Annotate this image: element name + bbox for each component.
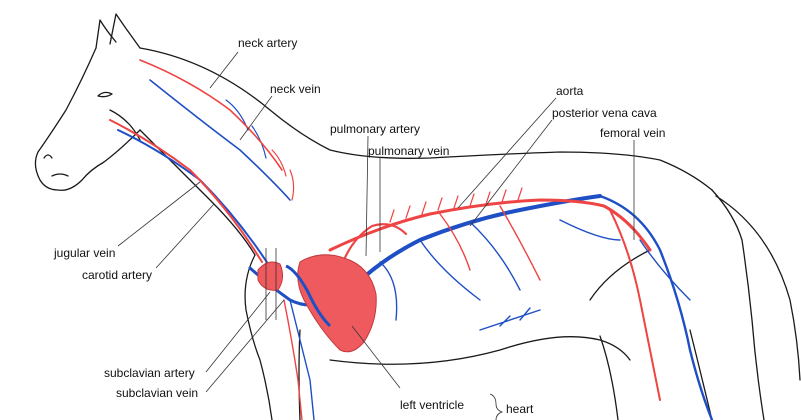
label-carotid-artery: carotid artery [82,268,153,282]
neck-vein-branch [225,99,267,159]
leader-neck-artery [209,51,239,89]
mouth-line [51,173,69,177]
tail [715,195,801,381]
neck-top [139,47,713,191]
hind-leg-back [689,329,713,420]
label-subclavian-artery: subclavian artery [104,366,195,380]
aorta-branches [389,187,523,223]
foreleg-artery [283,299,303,420]
ear-left [95,19,117,49]
neck-bottom [139,129,256,256]
label-posterior-vena-cava: posterior vena cava [552,106,657,120]
leader-pulmonary-artery [365,135,369,257]
label-pulmonary-artery: pulmonary artery [330,122,421,136]
hind-leg-vein [559,219,691,301]
ear-right [109,13,141,49]
neck-vein-path [149,79,291,201]
femoral-vein-path [598,194,714,420]
cheek-line [109,109,141,141]
label-neck-vein: neck vein [270,82,321,96]
heart-vein-overlay [285,264,332,328]
abdominal-artery-branches [439,205,541,281]
carotid-artery-path [109,119,263,263]
neck-artery-path [139,59,283,171]
leader-neck-vein [239,95,273,141]
label-neck-artery: neck artery [238,36,298,50]
foreleg-back [298,329,301,420]
abdominal-vein-branches [379,221,541,331]
label-jugular-vein: jugular vein [54,246,116,260]
leader-left-ventricle [351,325,401,389]
hind-leg-front [599,335,619,420]
label-femoral-vein: femoral vein [600,126,666,140]
arteries [109,59,661,420]
leader-aorta [457,97,557,209]
right-atrium [257,261,284,291]
eye [97,91,113,98]
neck-artery-branch [271,149,295,201]
posterior-vena-cava-path [348,194,602,292]
label-pulmonary-vein: pulmonary vein [368,144,450,158]
label-heart: heart [506,402,534,416]
leader-posterior-vena-cava [469,119,553,227]
belly [329,336,631,365]
leader-subclavian-artery [205,291,271,373]
leader-jugular-vein [117,181,201,247]
leader-carotid-artery [155,203,215,269]
leader-lines [117,51,635,420]
hind-artery-path [609,209,661,401]
flank [589,249,651,301]
label-left-ventricle: left ventricle [400,398,465,412]
heart-brace [489,393,504,420]
head-outline [34,47,141,191]
leader-subclavian-vein [205,299,285,393]
label-subclavian-vein: subclavian vein [116,386,199,400]
heart-shape [297,254,377,353]
label-aorta: aorta [556,84,584,98]
aorta-path [328,198,652,252]
nostril [43,154,53,159]
foreleg-vein [289,299,315,420]
jugular-vein-path [117,129,273,271]
pulmonary-artery-path [338,223,408,272]
rump [711,189,765,420]
horse-outline [34,13,801,420]
